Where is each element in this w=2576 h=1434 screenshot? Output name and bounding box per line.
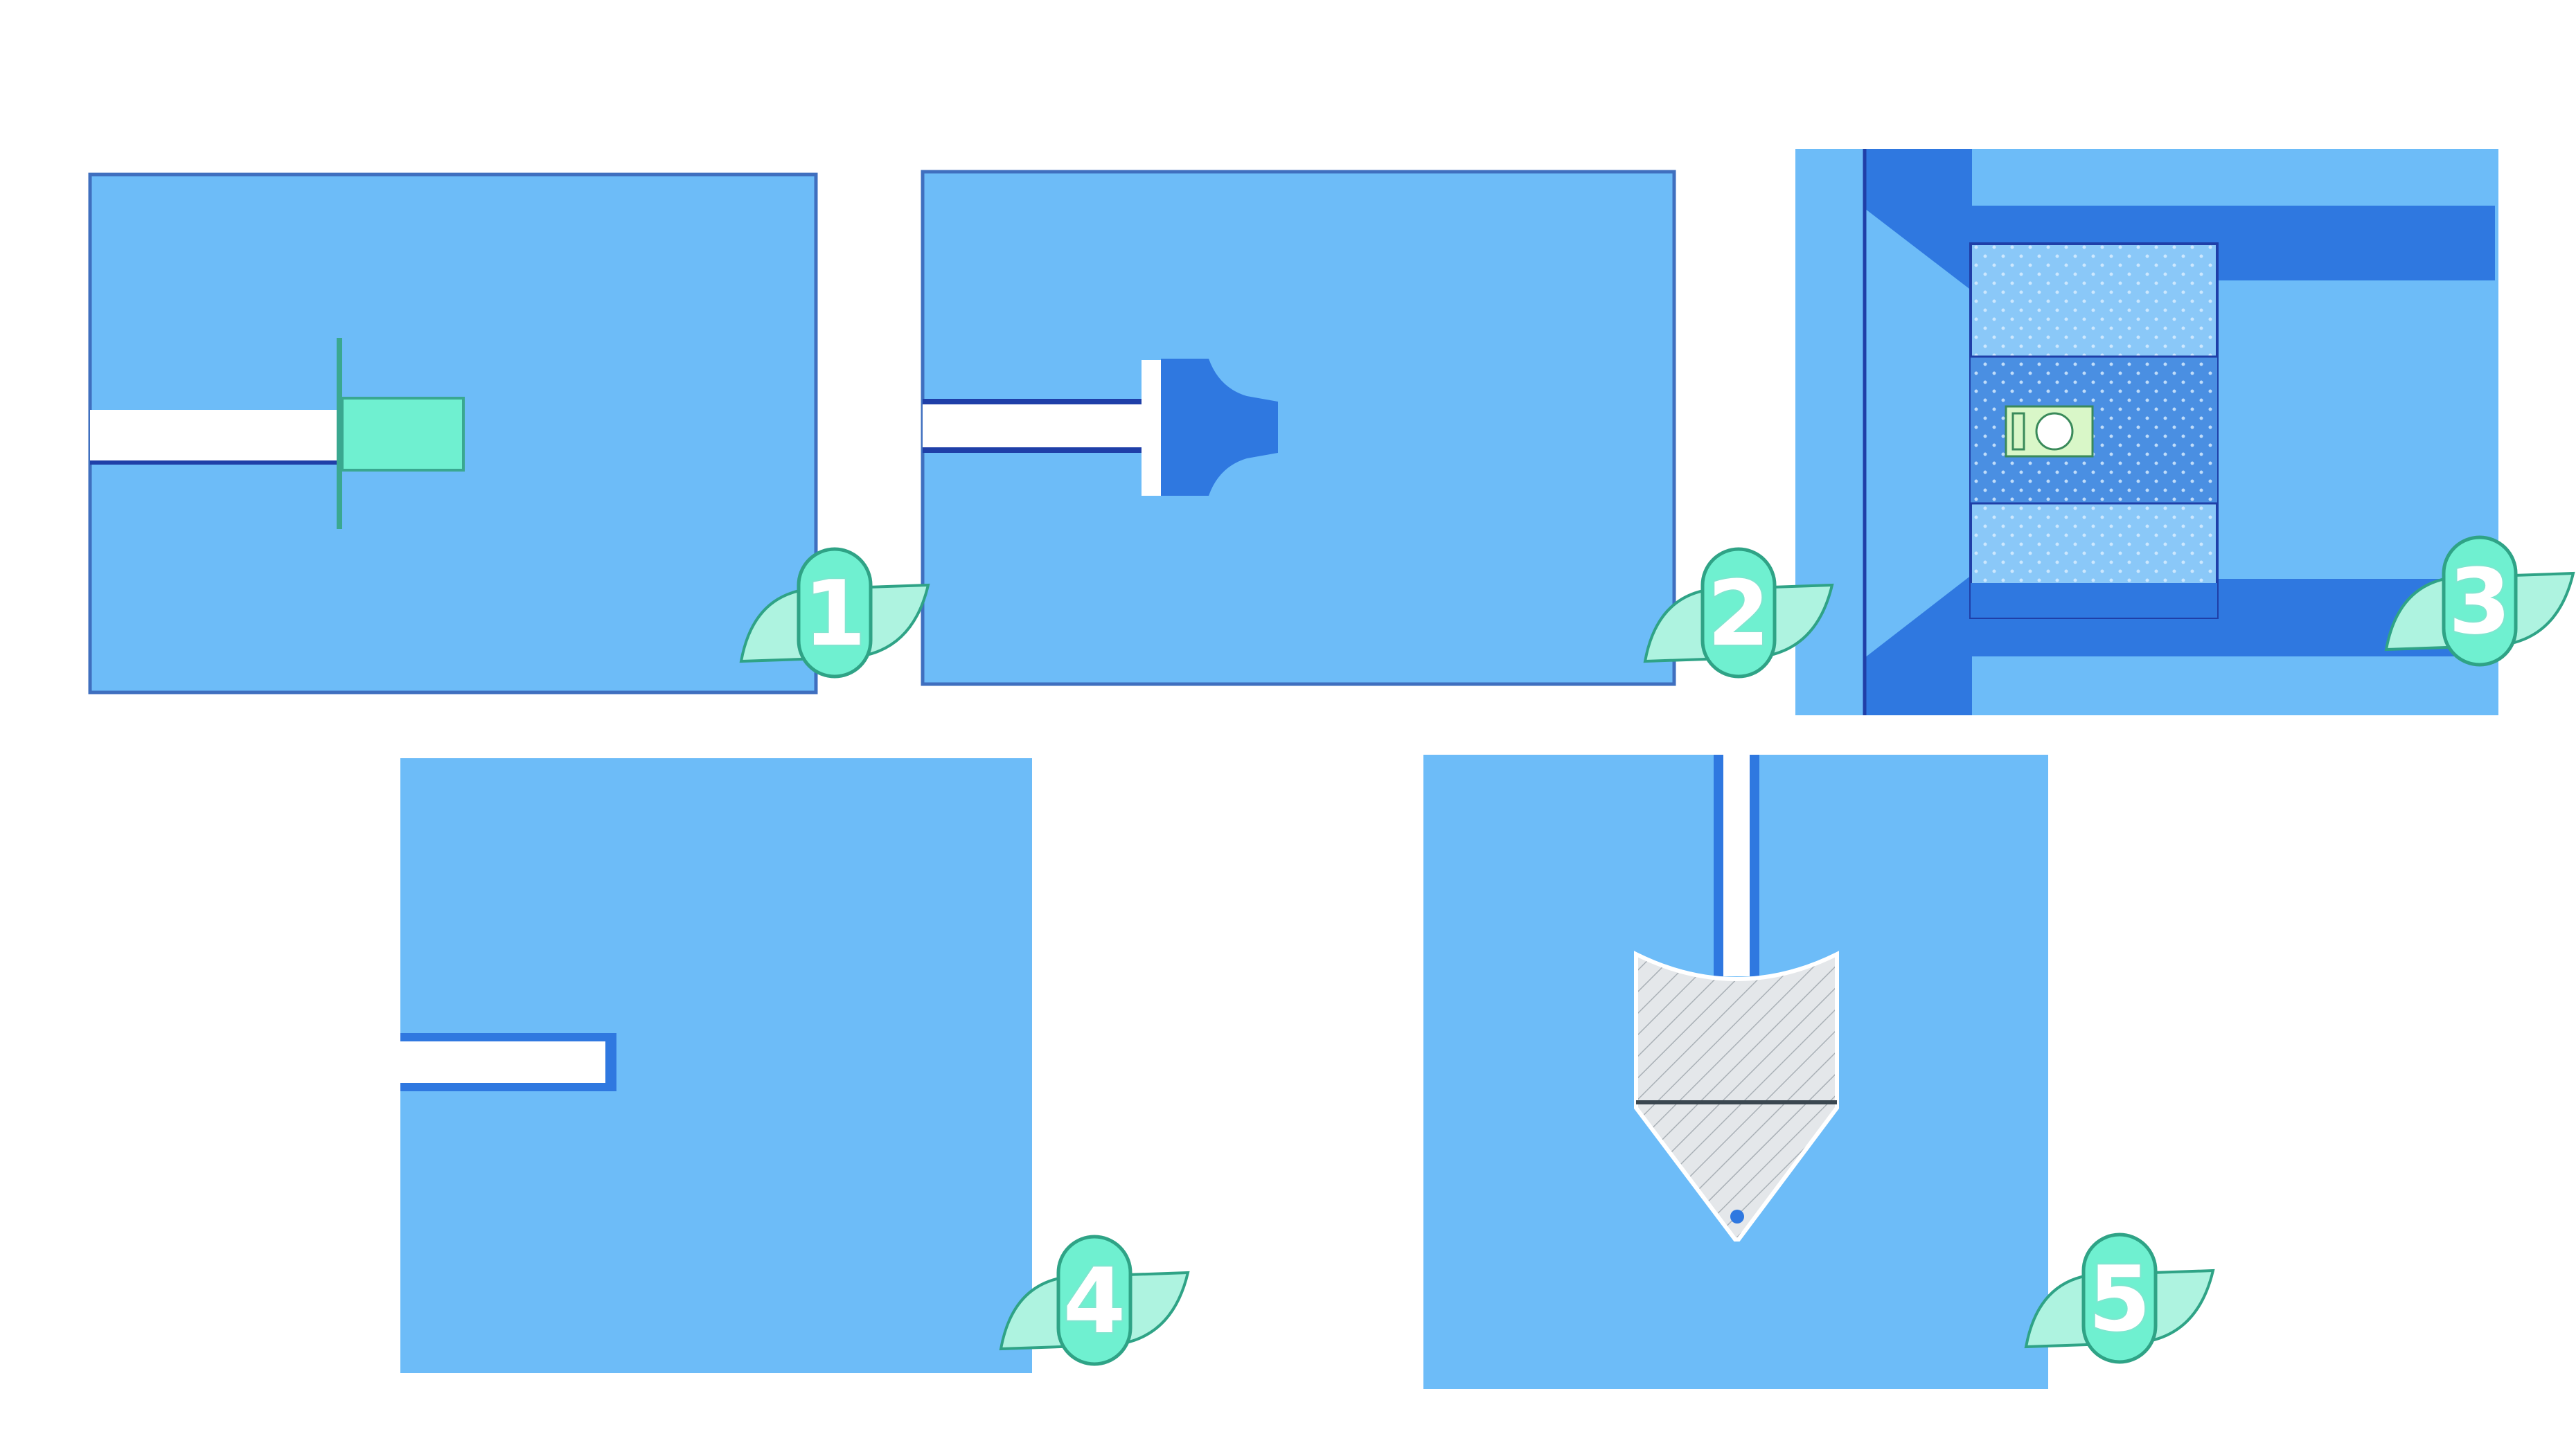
badge-pill bbox=[797, 547, 873, 679]
badge-number: 3 bbox=[2449, 549, 2511, 654]
badge-number: 5 bbox=[2088, 1246, 2151, 1352]
badge-1: 1 bbox=[739, 547, 930, 679]
panel-1-flange bbox=[337, 338, 342, 529]
panel-2-plate bbox=[1142, 360, 1161, 496]
t-shaped-insert-icon bbox=[341, 397, 465, 472]
flared-head-icon bbox=[1161, 359, 1278, 496]
badge-5: 5 bbox=[2024, 1233, 2215, 1364]
badge-number: 4 bbox=[1063, 1248, 1126, 1354]
badge-number: 2 bbox=[1707, 561, 1770, 666]
panel-4-slot bbox=[400, 1041, 605, 1083]
badge-pill bbox=[1056, 1235, 1132, 1366]
panel-1 bbox=[88, 172, 818, 694]
badge-number: 1 bbox=[803, 561, 866, 666]
badge-pill bbox=[1700, 547, 1777, 679]
panel-5 bbox=[1423, 755, 2048, 1389]
badge-4: 4 bbox=[999, 1235, 1190, 1366]
panel-5-tip-dot bbox=[1730, 1210, 1744, 1224]
panel-2 bbox=[921, 170, 1676, 686]
conical-tip-icon bbox=[1634, 951, 1839, 1242]
badge-3: 3 bbox=[2384, 535, 2575, 667]
panel-3 bbox=[1795, 149, 2498, 715]
badge-2: 2 bbox=[1643, 547, 1834, 679]
badge-pill bbox=[2081, 1233, 2158, 1364]
panel-2-slot bbox=[923, 402, 1143, 450]
panel-4 bbox=[400, 758, 1032, 1373]
badge-pill bbox=[2442, 535, 2518, 667]
panel-1-slot bbox=[90, 410, 339, 461]
